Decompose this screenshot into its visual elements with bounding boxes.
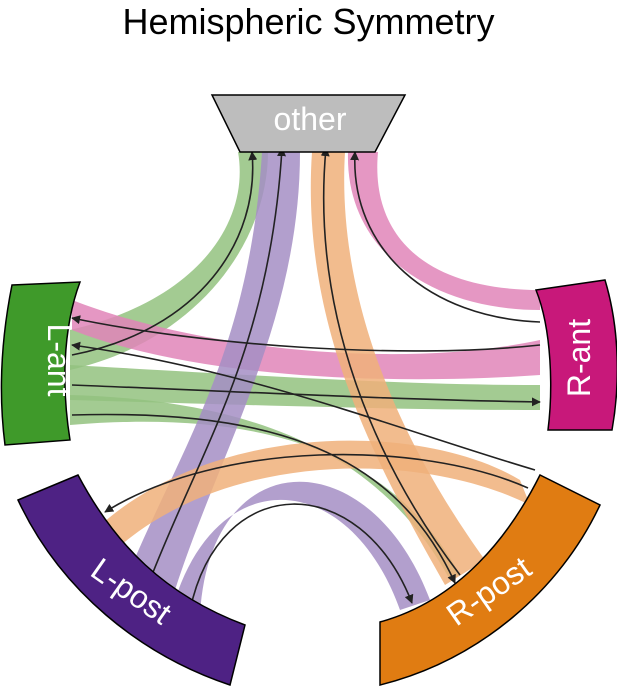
label-r-ant: R-ant <box>561 319 597 397</box>
arrow-rant-other <box>350 151 541 323</box>
ribbon-lant-other <box>70 152 268 370</box>
arrow-lpost-rpost <box>189 503 414 611</box>
arrow-lant-rpost <box>71 413 456 584</box>
region-segments <box>0 94 617 686</box>
arrow-rant-lant <box>71 315 541 352</box>
arrow-lines <box>71 147 541 611</box>
ribbon-rpost-lpost <box>85 440 530 555</box>
segment-r-post <box>379 473 601 686</box>
arrow-rpost-lant <box>71 341 536 471</box>
label-l-ant: L-ant <box>41 324 77 397</box>
segment-l-ant <box>0 281 82 446</box>
ribbons <box>70 152 540 615</box>
ribbon-lpost-rpost <box>175 481 430 615</box>
arrow-rpost-lpost <box>104 453 529 513</box>
chart-title: Hemispheric Symmetry <box>122 1 495 42</box>
segment-other <box>210 94 407 153</box>
label-other: other <box>274 101 347 137</box>
ribbon-rpost-other <box>310 152 485 585</box>
arrow-lant-other <box>71 151 258 356</box>
segment-r-ant <box>534 279 617 431</box>
ribbon-rant-lant <box>72 300 540 380</box>
arrow-rpost-other <box>320 147 461 576</box>
ribbon-rant-other <box>347 152 540 310</box>
segment-l-post <box>16 474 246 686</box>
arrow-lpost-other <box>149 147 287 581</box>
arrow-lant-rant <box>71 384 541 407</box>
